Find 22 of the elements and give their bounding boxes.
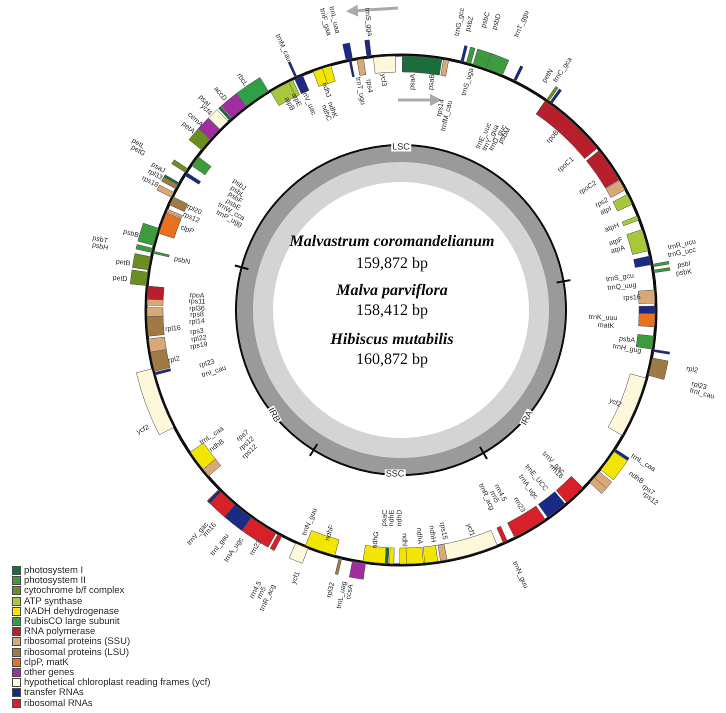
legend-label: NADH dehydrogenase xyxy=(24,606,120,616)
species-name: Hibiscus mutabilis xyxy=(330,332,454,348)
legend-label: photosystem I xyxy=(24,566,84,576)
legend-label: photosystem II xyxy=(24,576,86,586)
legend-label: other genes xyxy=(24,668,74,678)
legend-label: cytochrome b/f complex xyxy=(24,586,124,596)
legend-label: ribosomal RNAs xyxy=(24,698,93,708)
legend-label: ATP synthase xyxy=(24,596,82,606)
species-name: Malvastrum coromandelianum xyxy=(290,234,494,250)
legend-label: clpP, matK xyxy=(24,658,69,668)
genome-size: 160,872 bp xyxy=(356,352,428,368)
region-label: LSC xyxy=(391,142,411,152)
genome-size: 158,412 bp xyxy=(356,303,428,319)
legend-label: transfer RNAs xyxy=(24,688,84,698)
legend-label: RNA polymerase xyxy=(24,627,96,637)
region-label: SSC xyxy=(384,470,406,478)
genome-size: 159,872 bp xyxy=(356,256,428,272)
species-name: Malva parviflora xyxy=(336,283,448,299)
legend-label: hypothetical chloroplast reading frames (ycf) xyxy=(24,678,210,688)
legend-label: ribosomal proteins (SSU) xyxy=(24,637,130,647)
legend-label: RubisCO large subunit xyxy=(24,617,120,626)
legend-label: ribosomal proteins (LSU) xyxy=(24,648,130,658)
